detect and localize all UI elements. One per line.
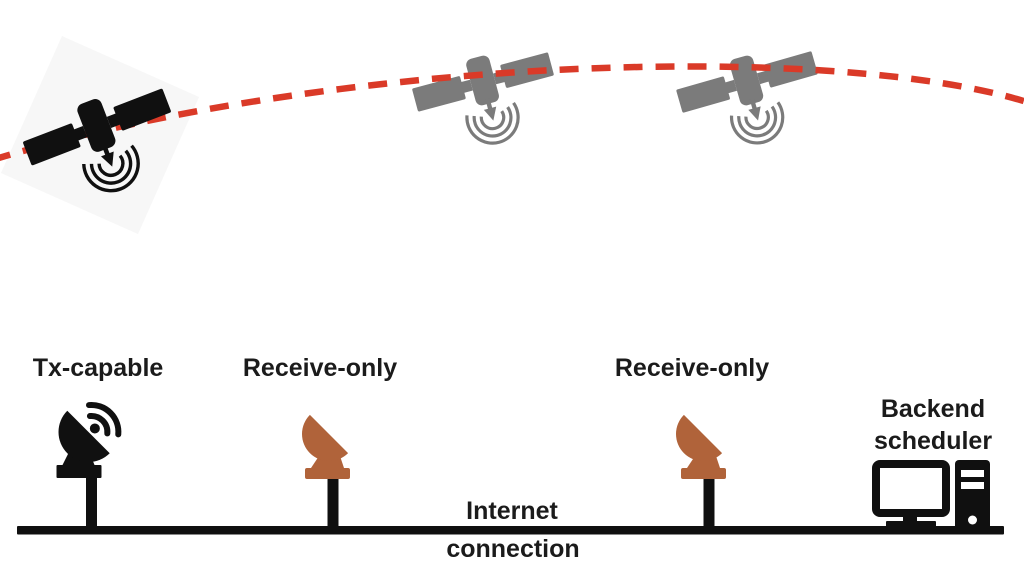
satellite-icon <box>670 36 834 163</box>
tx-dish-icon <box>56 402 122 531</box>
internet-connection-line <box>17 526 1004 535</box>
backend-scheduler-label: Backend scheduler <box>874 393 992 457</box>
orbit-dashed-path <box>0 63 1024 162</box>
satellite-icon <box>406 37 569 163</box>
monitor-icon <box>872 460 950 517</box>
tx-capable-label: Tx-capable <box>32 354 164 382</box>
backend-scheduler-line1: Backend <box>880 395 986 423</box>
backend-scheduler-line2: scheduler <box>873 427 993 455</box>
receive-dish-icon <box>302 414 350 531</box>
internet-label: Internet <box>466 497 558 525</box>
receive-only-label: Receive-only <box>242 354 398 382</box>
tower-icon <box>955 460 990 533</box>
computer-icon <box>872 460 990 533</box>
receive-only-label: Receive-only <box>614 354 770 382</box>
connection-label: connection <box>446 535 580 563</box>
receive-dish-icon <box>676 414 726 531</box>
